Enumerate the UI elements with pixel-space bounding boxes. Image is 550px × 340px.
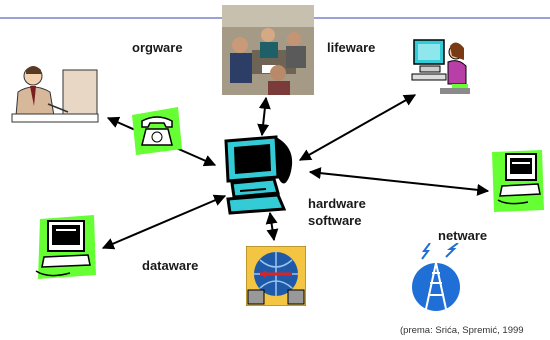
label-hardware: hardware: [308, 196, 366, 211]
telephone-icon: [132, 107, 182, 155]
arrow-network: [265, 211, 279, 242]
workstation-left-icon: [35, 215, 96, 279]
label-netware: netware: [438, 228, 488, 243]
workstation-right-icon: [492, 150, 544, 212]
label-dataware: dataware: [142, 258, 199, 273]
label-orgware: orgware: [132, 40, 183, 55]
woman-at-computer-icon: [411, 39, 470, 94]
citation: (prema: Srića, Spremić, 1999: [400, 325, 524, 336]
arrow-dataware: [101, 194, 227, 250]
label-lifeware: lifeware: [327, 40, 376, 55]
central-computer-icon: [224, 135, 293, 215]
manager-at-desk-icon: [11, 66, 99, 123]
arrow-workstation-right: [308, 167, 490, 196]
label-software: software: [308, 213, 362, 228]
arrow-user: [298, 94, 417, 161]
network-transfer-icon: [246, 246, 306, 306]
arrow-lifeware: [257, 96, 271, 137]
meeting-photo-icon: [222, 5, 314, 95]
radio-tower-icon: [412, 243, 460, 311]
